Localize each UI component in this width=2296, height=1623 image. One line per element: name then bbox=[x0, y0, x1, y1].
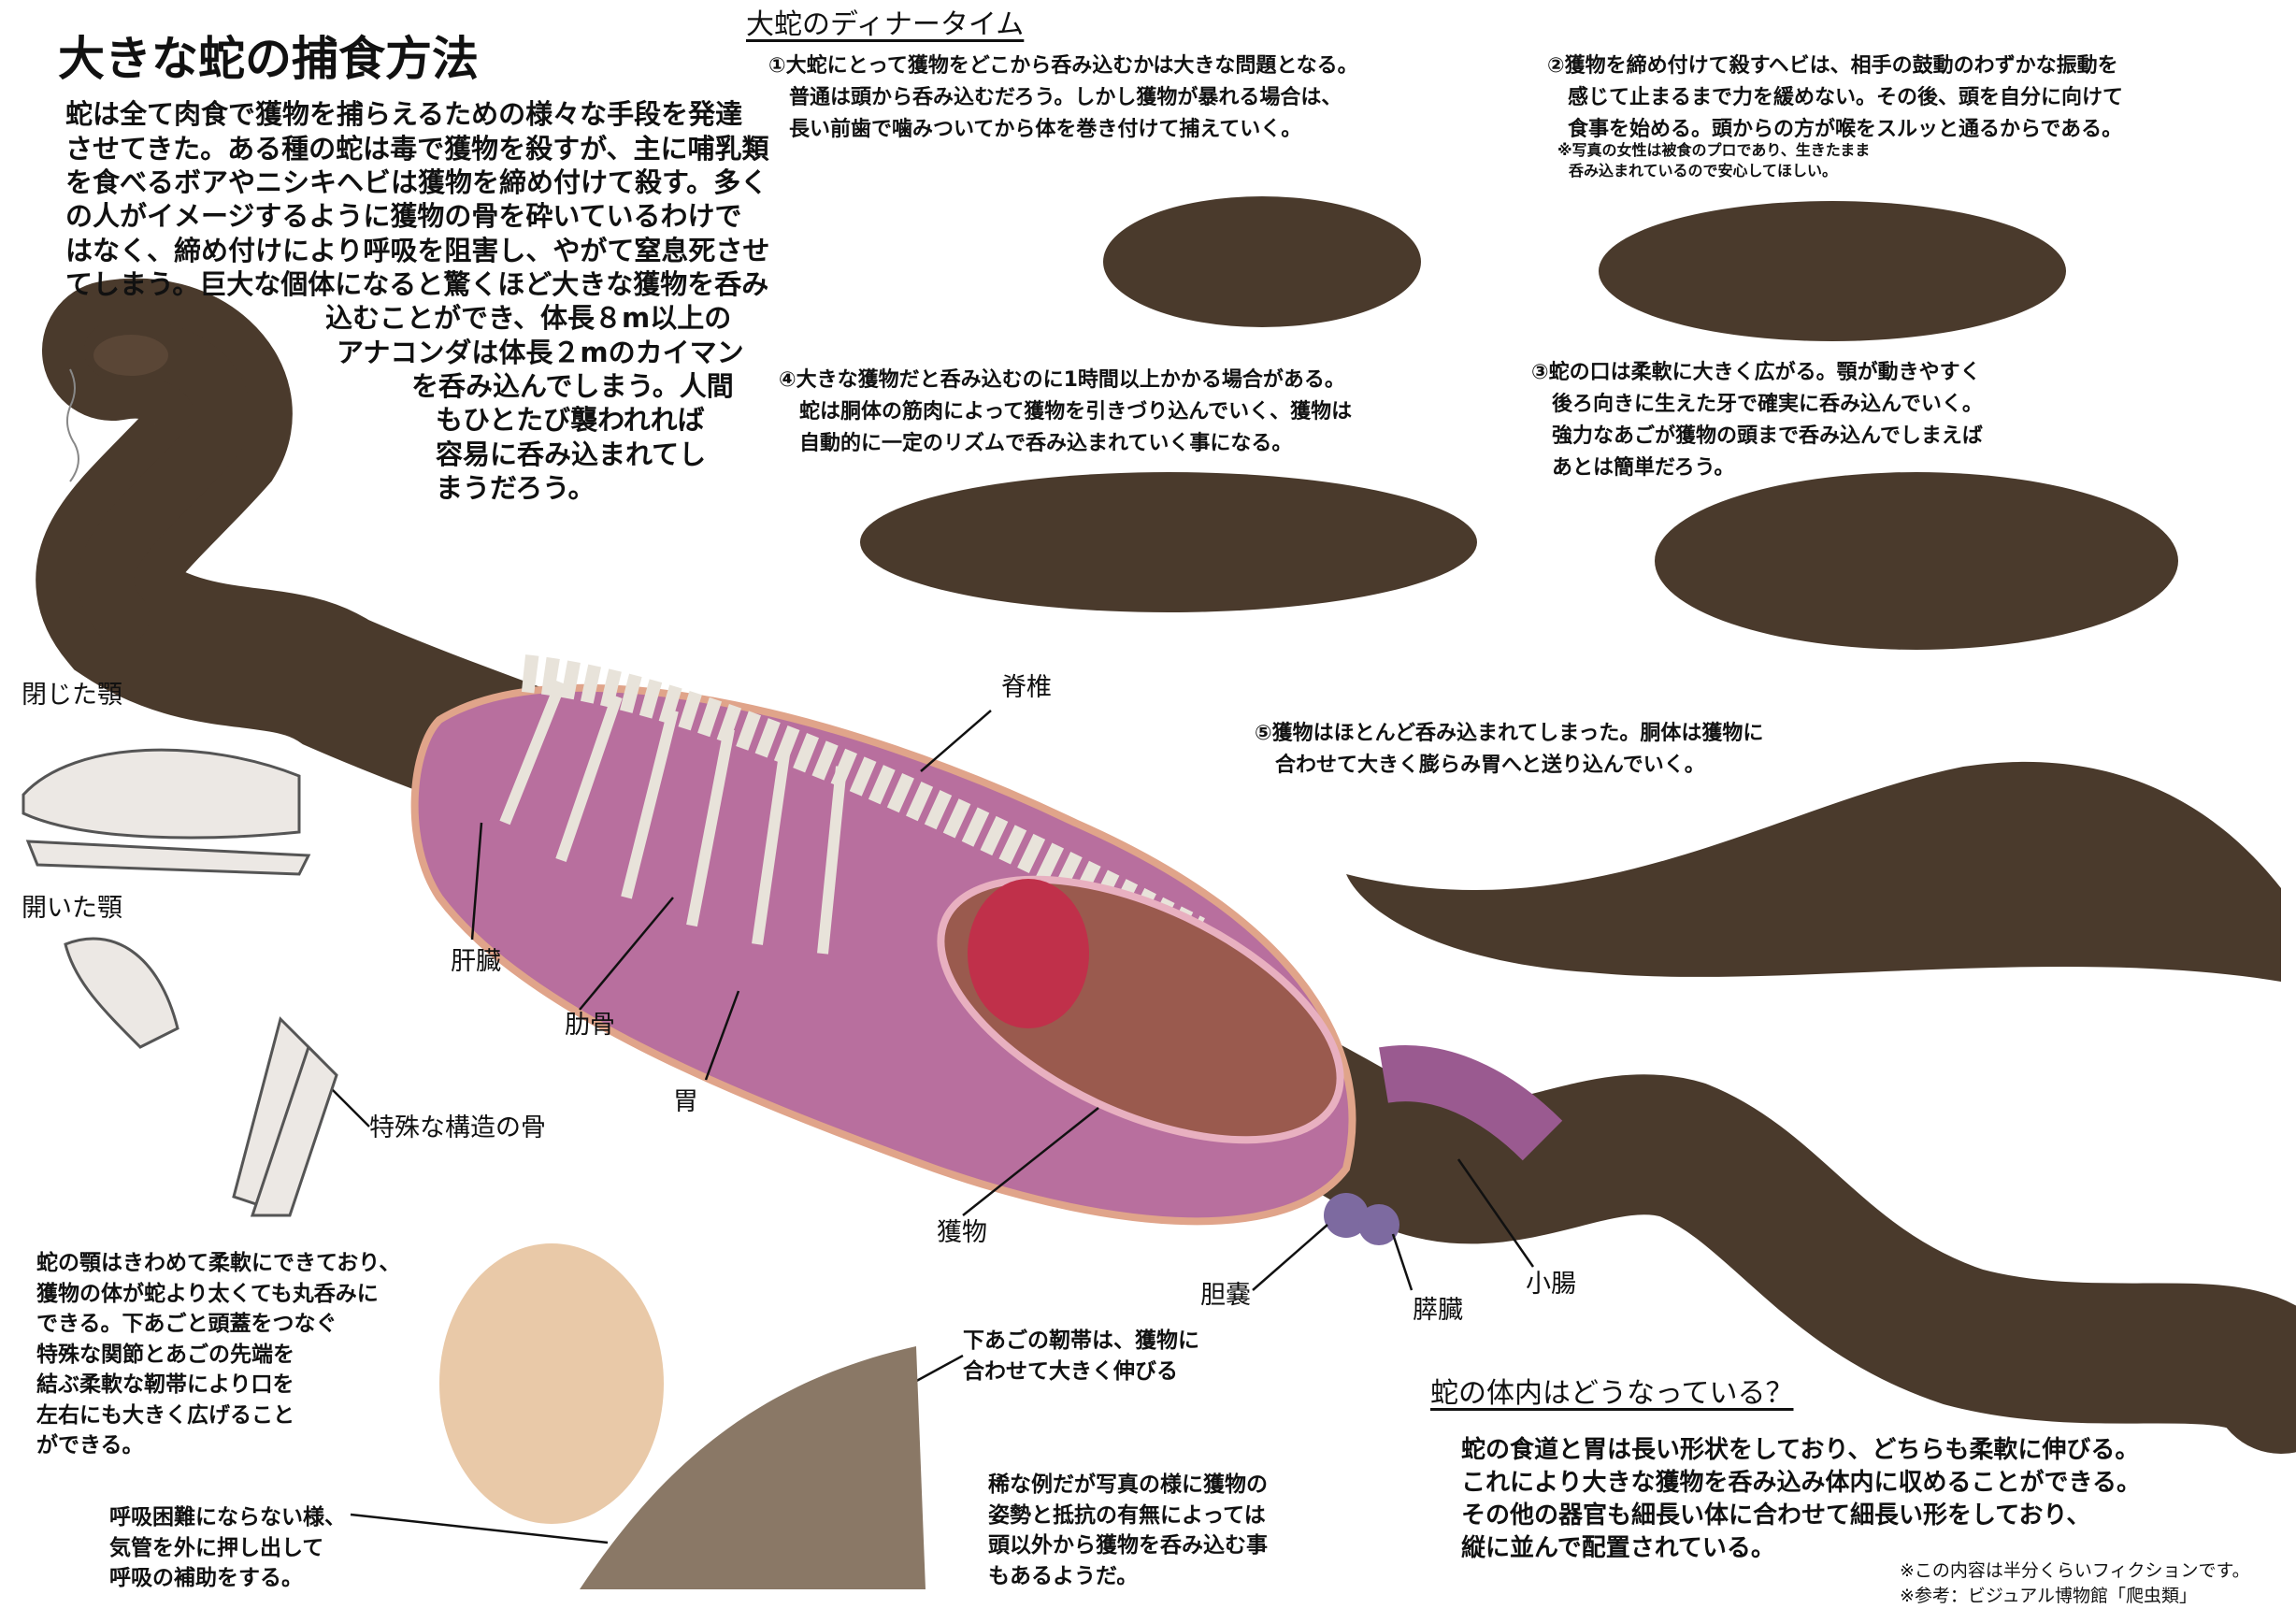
step2-note: ※写真の女性は被食のプロであり、生きたまま 呑み込まれているので安心してほしい。 bbox=[1557, 140, 1870, 181]
step3-line: 後ろ向きに生えた牙で確実に呑み込んでいく。 bbox=[1552, 393, 1983, 416]
label-pancreas: 膵臓 bbox=[1413, 1296, 1463, 1325]
step1-line: ①大蛇にとって獲物をどこから呑み込むかは大きな問題となる。 bbox=[768, 54, 1358, 78]
spine-bones bbox=[521, 654, 1205, 952]
jaw-line: 獲物の体が蛇より太くても丸呑みに bbox=[36, 1281, 379, 1306]
step4-line: 蛇は胴体の筋肉によって獲物を引きづり込んでいく、獲物は bbox=[799, 400, 1353, 424]
step5-text: ⑤獲物はほとんど呑み込まれてしまった。胴体は獲物に 合わせて大きく膨らみ胃へと送… bbox=[1255, 718, 1763, 782]
heart-organ bbox=[968, 879, 1089, 1028]
step1-line: 長い前歯で噛みついてから体を巻き付けて捕えていく。 bbox=[789, 118, 1302, 141]
jaw-line: ができる。 bbox=[36, 1433, 144, 1458]
step3-line: ③蛇の口は柔軟に大きく広がる。顎が動きやすく bbox=[1531, 361, 1981, 384]
inside-heading: 蛇の体内はどうなっている？ bbox=[1430, 1377, 1794, 1410]
gallbladder-organ bbox=[1324, 1193, 1399, 1245]
step2-line: 感じて止まるまで力を緩めない。その後、頭を自分に向けて bbox=[1568, 86, 2124, 109]
inside-line: その他の器官も細長い体に合わせて細長い形をしており、 bbox=[1461, 1501, 2091, 1530]
step1-text: ①大蛇にとって獲物をどこから呑み込むかは大きな問題となる。 普通は頭から呑み込む… bbox=[768, 50, 1358, 146]
label-small-intestine: 小腸 bbox=[1526, 1270, 1576, 1299]
panel1-coil bbox=[1103, 196, 1421, 327]
closeup-snake-body bbox=[580, 1346, 926, 1589]
panel5-snake bbox=[1346, 761, 2281, 982]
jaw-line: 左右にも大きく広げること bbox=[36, 1402, 294, 1428]
intestine bbox=[1379, 1045, 1563, 1161]
intro-line: もひとたび襲われれば bbox=[436, 404, 705, 436]
label-liver: 肝臓 bbox=[451, 947, 501, 976]
step4-line: 自動的に一定のリズムで呑み込まれていく事になる。 bbox=[799, 432, 1293, 455]
step5-line: ⑤獲物はほとんど呑み込まれてしまった。胴体は獲物に bbox=[1255, 722, 1764, 745]
intro-line: 蛇は全て肉食で獲物を捕らえるための様々な手段を発達 bbox=[65, 98, 743, 130]
label-stomach: 胃 bbox=[673, 1087, 698, 1116]
note-line: ※写真の女性は被食のプロであり、生きたまま bbox=[1557, 141, 1871, 159]
label-prey: 獲物 bbox=[937, 1218, 987, 1247]
label-ribs: 肋骨 bbox=[565, 1011, 615, 1040]
panel2-coil bbox=[1599, 201, 2066, 341]
step2-line: ②獲物を締め付けて殺すヘビは、相手の鼓動のわずかな振動を bbox=[1547, 54, 2118, 78]
label-spine: 脊椎 bbox=[1001, 673, 1052, 702]
rare-line: 稀な例だが写真の様に獲物の bbox=[988, 1472, 1268, 1497]
footnote: ※参考：ビジュアル博物館「爬虫類」 bbox=[1900, 1586, 2198, 1606]
step3-text: ③蛇の口は柔軟に大きく広がる。顎が動きやすく 後ろ向きに生えた牙で確実に呑み込ん… bbox=[1531, 357, 1983, 484]
footnotes: ※この内容は半分くらいフィクションです。 ※参考：ビジュアル博物館「爬虫類」 bbox=[1900, 1558, 2250, 1609]
breathing-line: 呼吸困難にならない様、 bbox=[109, 1505, 346, 1530]
page-title: 大きな蛇の捕食方法 bbox=[58, 32, 479, 86]
intro-line: の人がイメージするように獲物の骨を砕いているわけで bbox=[65, 200, 742, 232]
panel-snake-coils bbox=[860, 196, 2281, 982]
jaw-line: 特殊な関節とあごの先端を bbox=[36, 1342, 294, 1367]
label-open-jaw: 開いた顎 bbox=[22, 894, 122, 923]
rare-line: 頭以外から獲物を呑み込む事 bbox=[988, 1533, 1268, 1558]
label-closed-jaw: 閉じた顎 bbox=[22, 681, 122, 710]
breathing-caption: 呼吸困難にならない様、 気管を外に押し出して 呼吸の補助をする。 bbox=[109, 1502, 346, 1594]
step2-text: ②獲物を締め付けて殺すヘビは、相手の鼓動のわずかな振動を 感じて止まるまで力を緩… bbox=[1547, 50, 2123, 146]
ligament-line: 下あごの靭帯は、獲物に bbox=[963, 1329, 1199, 1353]
jaw-line: 蛇の顎はきわめて柔軟にできており、 bbox=[36, 1251, 401, 1275]
rib-bones bbox=[499, 680, 847, 955]
jaw-line: 結ぶ柔軟な靭帯により口を bbox=[36, 1372, 294, 1397]
ligament-caption: 下あごの靭帯は、獲物に 合わせて大きく伸びる bbox=[963, 1326, 1199, 1386]
intro-line: はなく、締め付けにより呼吸を阻害し、やがて窒息死させ bbox=[65, 235, 770, 266]
label-gallbladder: 胆嚢 bbox=[1200, 1281, 1251, 1310]
breathing-line: 気管を外に押し出して bbox=[109, 1535, 324, 1560]
step3-line: あとは簡単だろう。 bbox=[1552, 456, 1735, 480]
closed-jaw-skull bbox=[22, 748, 311, 876]
dinner-heading: 大蛇のディナータイム bbox=[746, 8, 1025, 41]
step2-line: 食事を始める。頭からの方が喉をスルッと通るからである。 bbox=[1568, 118, 2123, 141]
intro-line: てしまう。巨大な個体になると驚くほど大きな獲物を呑み bbox=[65, 268, 769, 300]
jaw-line: できる。下あごと頭蓋をつなぐ bbox=[36, 1312, 337, 1336]
inside-line: 蛇の食道と胃は長い形状をしており、どちらも柔軟に伸びる。 bbox=[1461, 1436, 2140, 1464]
inside-paragraph: 蛇の食道と胃は長い形状をしており、どちらも柔軟に伸びる。 これにより大きな獲物を… bbox=[1461, 1434, 2141, 1565]
breathing-line: 呼吸の補助をする。 bbox=[109, 1566, 303, 1590]
rare-line: 姿勢と抵抗の有無によっては bbox=[988, 1502, 1266, 1528]
intro-line: 容易に呑み込まれてし bbox=[436, 438, 707, 470]
step1-line: 普通は頭から呑み込むだろう。しかし獲物が暴れる場合は、 bbox=[789, 86, 1342, 109]
jaw-explanation: 蛇の顎はきわめて柔軟にできており、 獲物の体が蛇より太くても丸呑みに できる。下… bbox=[36, 1248, 400, 1461]
step4-text: ④大きな獲物だと呑み込むのに1時間以上かかる場合がある。 蛇は胴体の筋肉によって… bbox=[779, 365, 1352, 460]
closeup-prey-figure bbox=[439, 1243, 664, 1524]
intro-line: 込むことができ、体長８m以上の bbox=[325, 302, 732, 334]
note-line: 呑み込まれているので安心してほしい。 bbox=[1569, 162, 1838, 180]
open-jaw-skull bbox=[64, 937, 338, 1217]
intro-line: を食べるボアやニシキヘビは獲物を締め付けて殺す。多く bbox=[65, 166, 768, 198]
rare-line: もあるようだ。 bbox=[988, 1563, 1139, 1588]
intro-line: アナコンダは体長２mのカイマン bbox=[337, 337, 744, 368]
inside-line: これにより大きな獲物を呑み込み体内に収めることができる。 bbox=[1461, 1469, 2141, 1497]
intro-line: まうだろう。 bbox=[436, 472, 596, 504]
step5-line: 合わせて大きく膨らみ胃へと送り込んでいく。 bbox=[1275, 754, 1705, 777]
rare-case-caption: 稀な例だが写真の様に獲物の 姿勢と抵抗の有無によっては 頭以外から獲物を呑み込む… bbox=[988, 1470, 1268, 1591]
label-special-bone: 特殊な構造の骨 bbox=[369, 1113, 546, 1142]
snake-head bbox=[93, 335, 168, 376]
inside-line: 縦に並んで配置されている。 bbox=[1461, 1534, 1775, 1562]
step3-line: 強力なあごが獲物の頭まで呑み込んでしまえば bbox=[1552, 424, 1983, 448]
footnote: ※この内容は半分くらいフィクションです。 bbox=[1900, 1560, 2250, 1581]
intro-line: を呑み込んでしまう。人間 bbox=[411, 370, 734, 402]
ligament-line: 合わせて大きく伸びる bbox=[963, 1358, 1178, 1384]
step4-line: ④大きな獲物だと呑み込むのに1時間以上かかる場合がある。 bbox=[779, 368, 1345, 392]
panel4-coil bbox=[860, 472, 1477, 612]
artist-signature bbox=[65, 368, 79, 482]
panel3-coil bbox=[1655, 472, 2178, 650]
intro-line: させてきた。ある種の蛇は毒で獲物を殺すが、主に哺乳類 bbox=[65, 133, 769, 165]
